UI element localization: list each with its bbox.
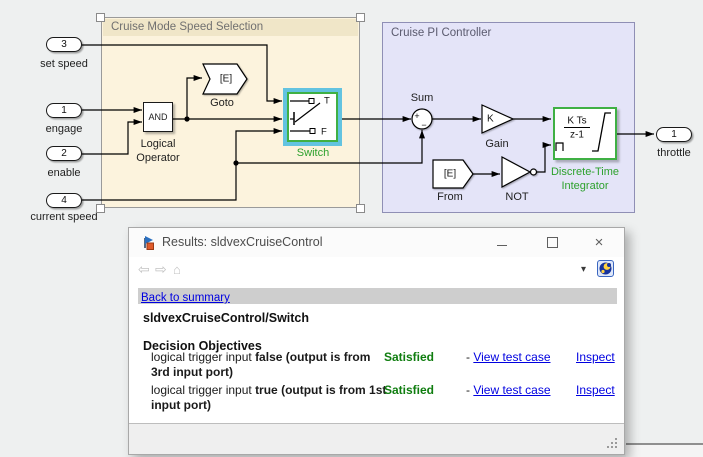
status-badge: Satisfied xyxy=(384,350,435,364)
maximize-button[interactable] xyxy=(535,228,569,257)
not-block[interactable] xyxy=(501,155,538,189)
inport-current-speed[interactable]: 4 xyxy=(46,193,82,208)
junction-dot xyxy=(233,160,239,166)
switch-f-port: F xyxy=(321,127,327,138)
home-icon[interactable]: ⌂ xyxy=(173,262,181,277)
back-icon[interactable]: ⇦ xyxy=(138,261,150,277)
goto-block[interactable]: [E] xyxy=(202,63,248,95)
svg-text:z-1: z-1 xyxy=(570,130,584,141)
editor-edge-line xyxy=(626,443,703,445)
inport-label: set speed xyxy=(40,58,88,70)
objective-text: logical trigger input true (output is fr… xyxy=(151,383,391,413)
from-label: From xyxy=(437,191,463,203)
forward-icon[interactable]: ⇨ xyxy=(155,261,167,277)
svg-text:[E]: [E] xyxy=(444,169,456,180)
svg-text:K: K xyxy=(487,114,494,125)
inport-set-speed[interactable]: 3 xyxy=(46,37,82,52)
status-badge: Satisfied xyxy=(384,383,435,397)
decision-objectives-heading: Decision Objectives xyxy=(143,339,262,353)
outport-throttle[interactable]: 1 xyxy=(656,127,692,142)
discrete-time-integrator-label: Discrete-Time Integrator xyxy=(550,166,620,193)
results-window: Results: sldvexCruiseControl × ⇦ ⇨ ⌂ ▾ B… xyxy=(128,227,625,455)
objective-text-prefix: logical trigger input xyxy=(151,350,256,364)
objective-links: - View test case xyxy=(466,350,551,365)
svg-text:+: + xyxy=(414,111,419,121)
selection-handle[interactable] xyxy=(96,13,105,22)
switch-glyph xyxy=(290,98,321,134)
area-title: Cruise PI Controller xyxy=(391,27,492,39)
sum-label: Sum xyxy=(410,92,434,104)
titlebar[interactable]: Results: sldvexCruiseControl × xyxy=(129,228,624,257)
inport-label: current speed xyxy=(30,211,98,223)
sum-block[interactable]: + − xyxy=(411,108,433,130)
svg-text:K Ts: K Ts xyxy=(567,116,586,127)
junction-dot xyxy=(184,116,190,122)
inport-enable[interactable]: 2 xyxy=(46,146,82,161)
back-to-summary-bar: Back to summary xyxy=(138,288,617,304)
dash: - xyxy=(466,383,474,397)
selection-handle[interactable] xyxy=(356,13,365,22)
from-block[interactable]: [E] xyxy=(432,159,474,189)
results-toolbar: ⇦ ⇨ ⌂ ▾ xyxy=(129,257,624,284)
selection-handle[interactable] xyxy=(96,204,105,213)
svg-text:[E]: [E] xyxy=(220,74,232,85)
resize-grip[interactable] xyxy=(607,438,619,450)
gain-label: Gain xyxy=(485,138,509,150)
block-path-heading: sldvexCruiseControl/Switch xyxy=(143,311,310,325)
inspect-link[interactable]: Inspect xyxy=(576,350,615,364)
objective-text: logical trigger input false (output is f… xyxy=(151,350,391,380)
dash: - xyxy=(466,350,474,364)
sldv-results-icon xyxy=(144,236,154,250)
editor-edge-strip xyxy=(626,445,703,457)
inport-engage[interactable]: 1 xyxy=(46,103,82,118)
goto-label: Goto xyxy=(210,97,234,109)
inport-label: enable xyxy=(47,167,81,179)
area-title: Cruise Mode Speed Selection xyxy=(103,19,358,36)
selection-handle[interactable] xyxy=(356,204,365,213)
inspect-link[interactable]: Inspect xyxy=(576,383,615,397)
objective-text-prefix: logical trigger input xyxy=(151,383,256,397)
chevron-down-icon[interactable]: ▾ xyxy=(581,264,587,275)
view-test-case-link[interactable]: View test case xyxy=(473,383,551,397)
objective-text-bold: true (output is from 1st input port) xyxy=(151,383,387,412)
objective-text-bold: false (output is from 3rd input port) xyxy=(151,350,371,379)
dti-glyph: K Ts z-1 xyxy=(555,112,611,152)
results-content: Back to summary sldvexCruiseControl/Swit… xyxy=(134,284,621,425)
back-to-summary-link[interactable]: Back to summary xyxy=(141,292,230,304)
view-test-case-link[interactable]: View test case xyxy=(473,350,551,364)
switch-t-port: T xyxy=(324,96,330,107)
dialog-footer xyxy=(129,423,624,454)
window-title: Results: sldvexCruiseControl xyxy=(162,235,323,249)
outport-label: throttle xyxy=(657,147,691,159)
open-in-browser-icon[interactable] xyxy=(597,260,614,277)
svg-text:−: − xyxy=(421,120,426,130)
inport-label: engage xyxy=(45,123,83,135)
discrete-time-integrator-block[interactable] xyxy=(553,107,617,160)
objective-links: - View test case xyxy=(466,383,551,398)
minimize-button[interactable] xyxy=(485,228,519,257)
not-label: NOT xyxy=(505,191,529,203)
gain-block[interactable]: K xyxy=(481,104,515,134)
logical-operator-block[interactable]: AND xyxy=(143,102,173,132)
logical-operator-label: Logical Operator xyxy=(136,138,180,165)
switch-label: Switch xyxy=(296,147,330,159)
close-button[interactable]: × xyxy=(594,234,604,251)
